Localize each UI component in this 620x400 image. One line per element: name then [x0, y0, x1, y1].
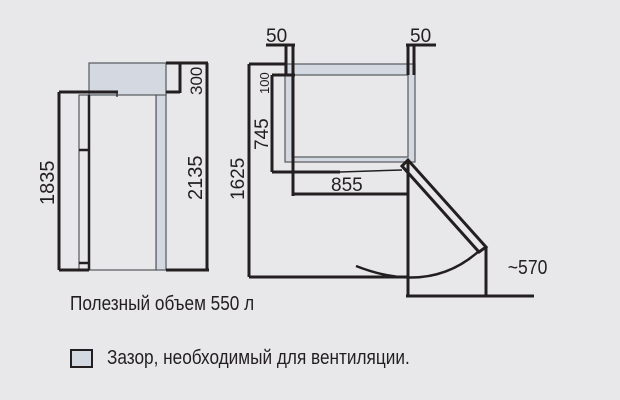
dim-570: ~570	[508, 256, 548, 278]
dim-300: 300	[187, 67, 206, 95]
fridge-body-front	[78, 94, 157, 271]
top-view: 50 50 1625 100 745 855 ~570	[228, 26, 548, 298]
fridge-body-top	[291, 74, 409, 158]
legend-swatch-clearance	[70, 349, 93, 368]
legend: Зазор, необходимый для вентиляции.	[70, 347, 459, 370]
dim-1835: 1835	[37, 161, 59, 206]
dim-2135: 2135	[185, 156, 207, 201]
dim-50-right: 50	[410, 26, 431, 47]
side-clearance-area	[155, 94, 167, 271]
dim-100: 100	[257, 72, 272, 94]
open-door	[399, 157, 489, 255]
dim-1625: 1625	[228, 158, 249, 200]
volume-caption: Полезный объем 550 л	[70, 293, 255, 315]
door-swing-arc	[355, 250, 480, 279]
dim-855: 855	[331, 175, 363, 196]
dim-745: 745	[252, 118, 273, 150]
front-view: 1835 300 2135	[37, 61, 209, 272]
legend-label: Зазор, необходимый для вентиляции.	[107, 347, 410, 369]
dim-50-left: 50	[266, 26, 287, 47]
